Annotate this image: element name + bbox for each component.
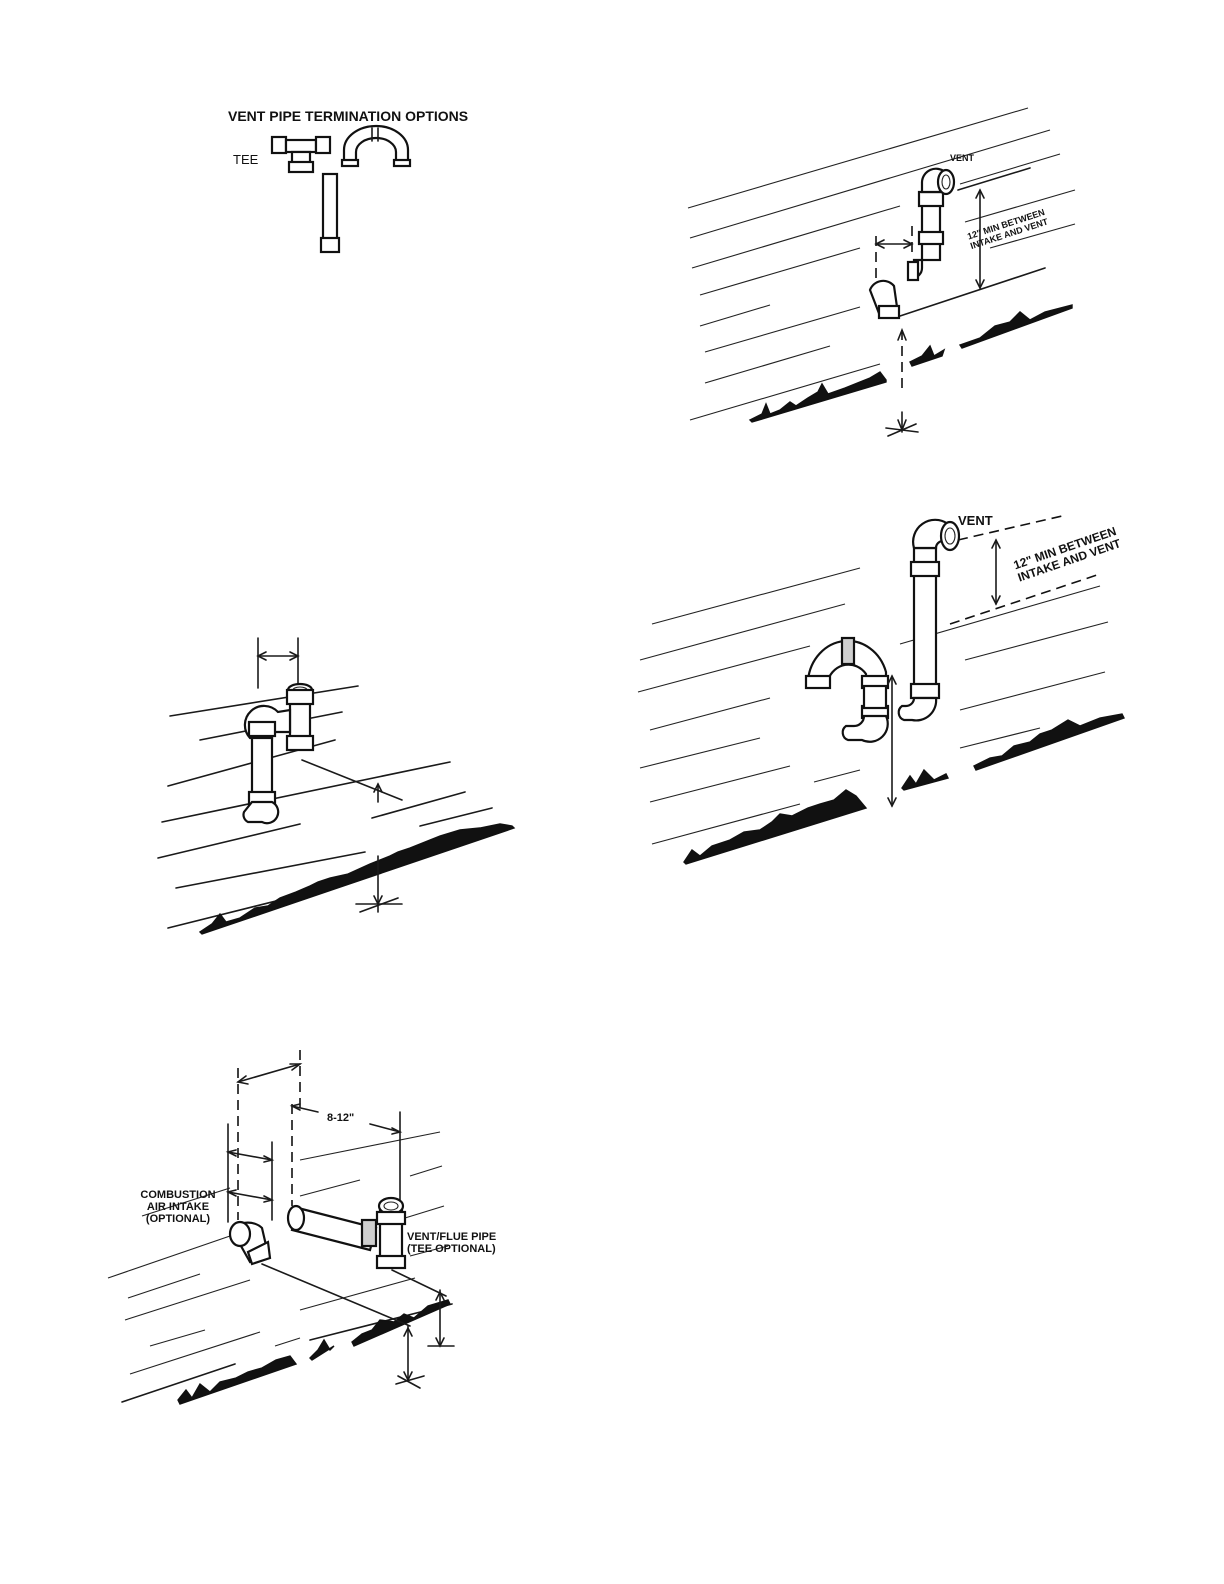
vent-pipe-3 xyxy=(899,520,959,721)
intake-return-bend-3 xyxy=(806,638,888,742)
termination-options-title: VENT PIPE TERMINATION OPTIONS xyxy=(228,110,468,123)
vent-flue-label: VENT/FLUE PIPE (TEE OPTIONAL) xyxy=(407,1231,496,1255)
vent-label-3: VENT xyxy=(958,514,993,527)
wall-termination-figure-1 xyxy=(688,108,1075,436)
return-bend-fitting xyxy=(342,126,410,166)
vent-flue-label-line2: (TEE OPTIONAL) xyxy=(407,1243,496,1255)
intake-label-line2: AIR INTAKE xyxy=(140,1201,216,1213)
termination-options-figure xyxy=(272,126,410,252)
vent-pipe-1 xyxy=(908,169,954,280)
ground-line xyxy=(750,372,886,422)
intake-label-line1: COMBUSTION xyxy=(140,1189,216,1201)
tee-fitting xyxy=(272,137,330,172)
combustion-intake-label: COMBUSTION AIR INTAKE (OPTIONAL) xyxy=(140,1189,216,1225)
intake-label-line3: (OPTIONAL) xyxy=(140,1213,216,1225)
intake-elbow-4 xyxy=(230,1222,270,1264)
vent-label-1: VENT xyxy=(950,153,974,163)
tee-label: TEE xyxy=(233,153,258,166)
wall-termination-figure-2 xyxy=(158,638,514,934)
straight-pipe xyxy=(321,174,339,252)
vent-flue-pipe-4 xyxy=(288,1198,405,1268)
intake-pipe-2 xyxy=(243,706,290,823)
wall-termination-figure-4 xyxy=(108,1050,454,1404)
vent-flue-label-line1: VENT/FLUE PIPE xyxy=(407,1231,496,1243)
intake-elbow-1 xyxy=(870,281,899,318)
spacing-label: 8-12" xyxy=(327,1112,354,1125)
